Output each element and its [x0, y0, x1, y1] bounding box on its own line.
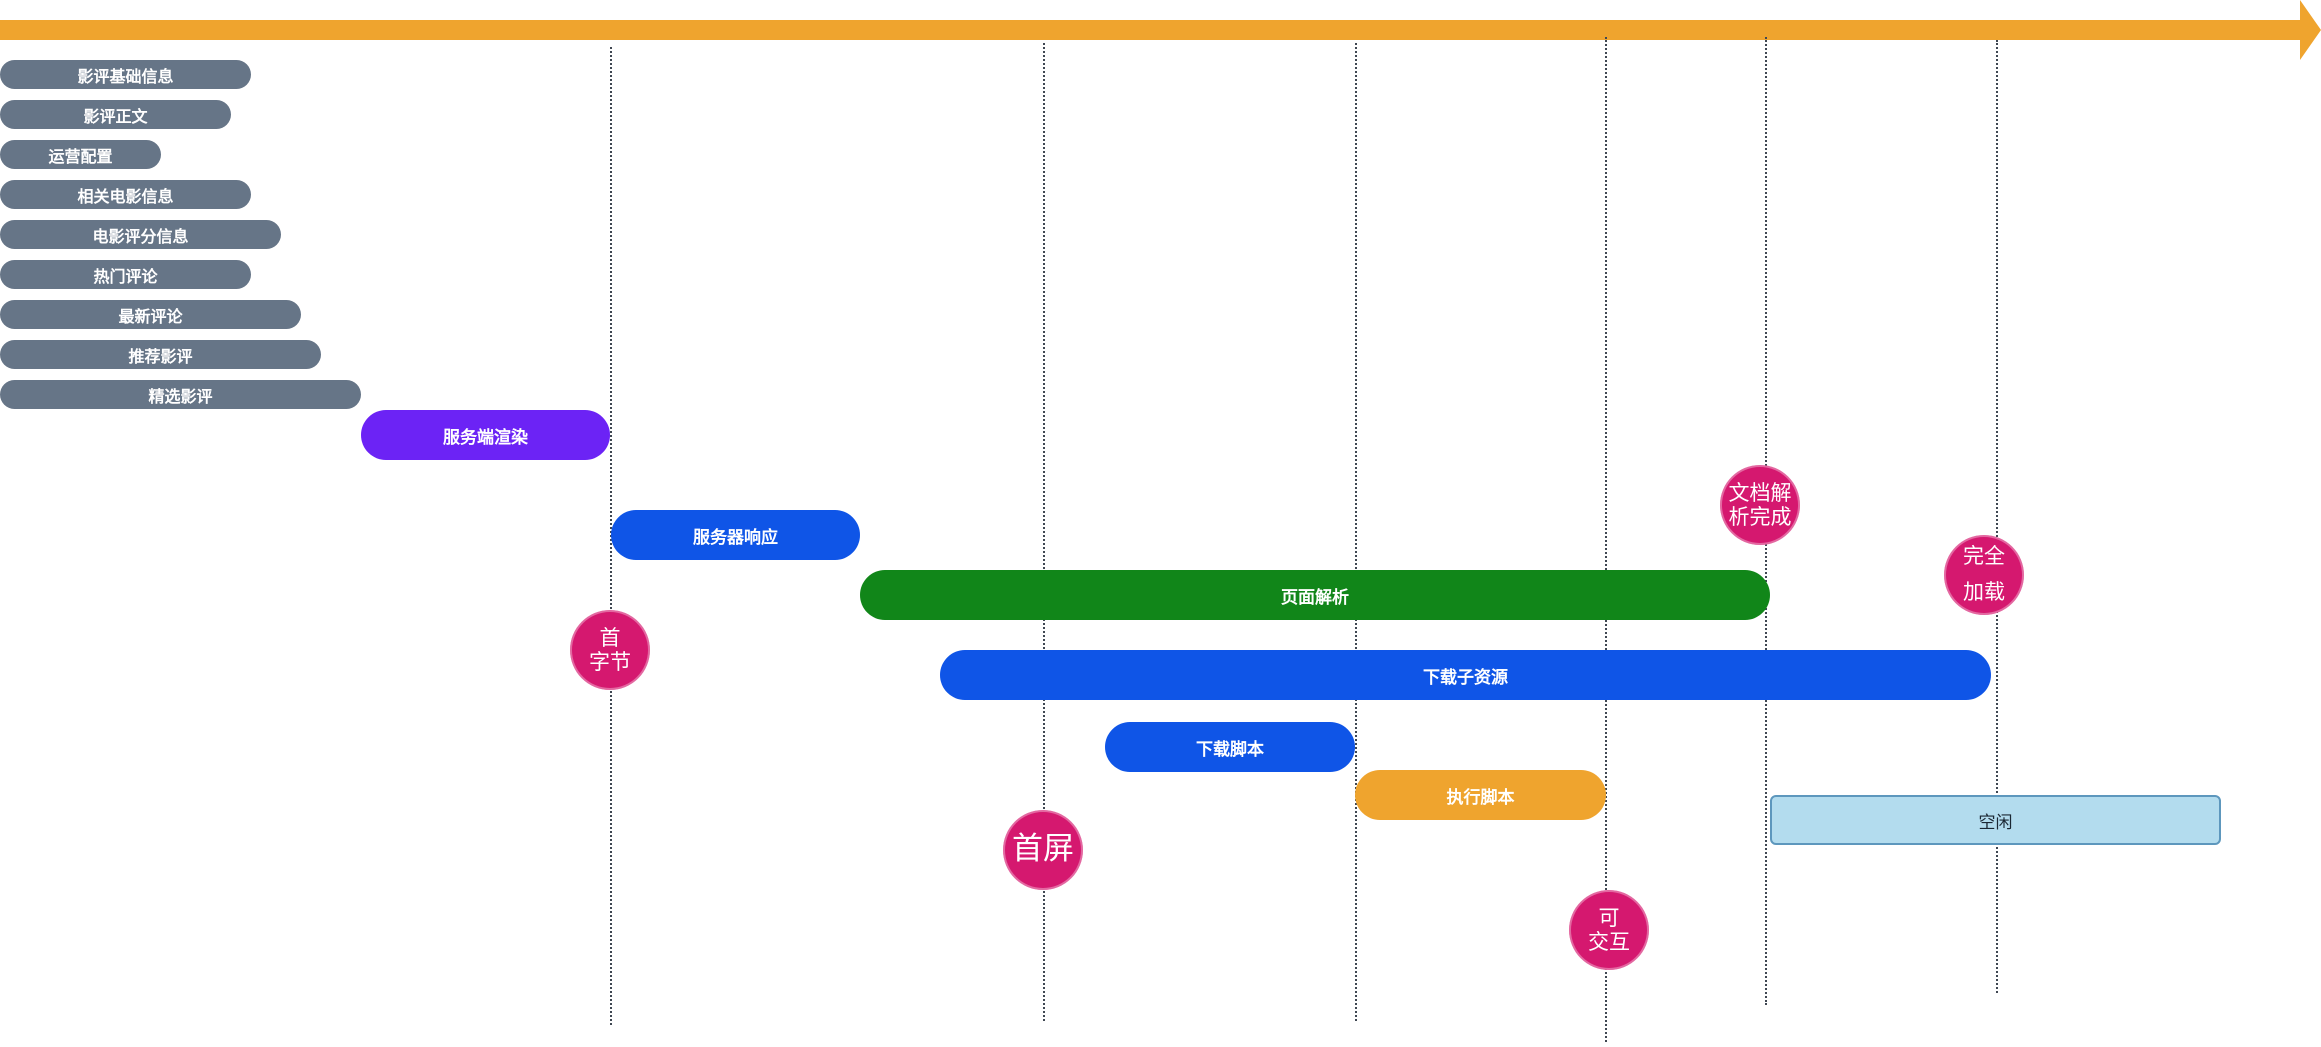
module-review-body: 影评正文 — [0, 100, 231, 129]
module-related-movie-info: 相关电影信息 — [0, 180, 251, 209]
milestone-interactive-badge: 可交互 — [1569, 890, 1649, 970]
milestone-first-screen-label: 首屏 — [1012, 831, 1074, 868]
milestone-interactive-line2: 交互 — [1588, 930, 1630, 954]
timeline-arrowhead — [2300, 0, 2321, 60]
milestone-line-first-screen — [1043, 43, 1045, 1021]
module-movie-rating-info: 电影评分信息 — [0, 220, 281, 249]
phase-idle: 空闲 — [1770, 795, 2221, 845]
milestone-ttfb-badge: 首字节 — [570, 610, 650, 690]
milestone-line-script-start — [1355, 43, 1357, 1021]
phase-server-side-render: 服务端渲染 — [361, 410, 610, 460]
module-recommended-reviews: 推荐影评 — [0, 340, 321, 369]
module-ops-config: 运营配置 — [0, 140, 161, 169]
phase-download-script: 下载脚本 — [1105, 722, 1355, 772]
phase-download-subresources: 下载子资源 — [940, 650, 1991, 700]
phase-server-response: 服务器响应 — [611, 510, 860, 560]
milestone-ttfb-line1: 首 — [599, 625, 621, 650]
phase-page-parse: 页面解析 — [860, 570, 1770, 620]
module-review-basic-info: 影评基础信息 — [0, 60, 251, 89]
milestone-line-fully-loaded — [1996, 40, 1998, 993]
milestone-interactive-line1: 可 — [1598, 905, 1620, 930]
milestone-dom-ready-line1: 文档解 — [1728, 480, 1792, 505]
module-latest-comments: 最新评论 — [0, 300, 301, 329]
milestone-fully-loaded-badge: 完全加载 — [1944, 535, 2024, 615]
milestone-dom-ready-line2: 析完成 — [1728, 505, 1792, 529]
milestone-fully-loaded-line2: 加载 — [1963, 580, 2005, 604]
milestone-dom-ready-badge: 文档解析完成 — [1720, 465, 1800, 545]
milestone-line-interactive — [1605, 37, 1607, 1042]
milestone-first-screen-badge: 首屏 — [1003, 810, 1083, 890]
module-hot-comments: 热门评论 — [0, 260, 251, 289]
module-featured-reviews: 精选影评 — [0, 380, 361, 409]
milestone-fully-loaded-line1: 完全 — [1963, 544, 2005, 569]
milestone-ttfb-line2: 字节 — [589, 650, 631, 674]
timeline-arrow — [0, 20, 2302, 40]
phase-execute-script: 执行脚本 — [1355, 770, 1606, 820]
